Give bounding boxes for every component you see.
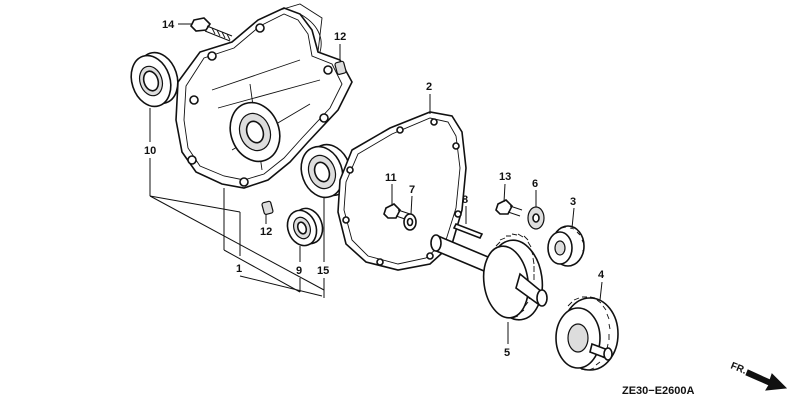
- callout-5: 5: [504, 347, 510, 359]
- gear-part-4: [555, 296, 619, 371]
- washer-part-7: [403, 213, 417, 231]
- ball-bearing-part-9: [286, 207, 324, 247]
- callout-12-upper: 12: [334, 31, 346, 43]
- callout-labels: 14 12 2 10 11 7 8 13 6 3 12 1 9 15 4 5: [144, 19, 605, 359]
- oil-seal-part-10: [130, 51, 179, 108]
- dowel-pin-part-12-upper: [334, 60, 347, 75]
- washer-part-6: [527, 206, 545, 230]
- callout-7: 7: [409, 184, 415, 196]
- small-gear-part-3: [547, 225, 585, 267]
- callout-9: 9: [296, 265, 302, 277]
- transmission-case-part-1: [175, 3, 353, 189]
- callout-14: 14: [162, 19, 175, 31]
- callout-6: 6: [532, 178, 538, 190]
- bolt-part-14: [190, 17, 233, 42]
- callout-12-lower: 12: [260, 226, 272, 238]
- callout-2: 2: [426, 81, 432, 93]
- shaft-gear-part-5: [430, 233, 548, 321]
- callout-4: 4: [598, 269, 605, 281]
- callout-10: 10: [144, 145, 156, 157]
- front-direction-label: FR.: [729, 361, 748, 377]
- dowel-pin-part-12-lower: [261, 200, 274, 215]
- bolt-part-13: [495, 199, 523, 217]
- leader-lines: [149, 23, 603, 344]
- key-part-8: [452, 222, 484, 240]
- callout-13: 13: [499, 171, 511, 183]
- callout-8: 8: [462, 194, 468, 206]
- callout-1: 1: [236, 263, 242, 275]
- callout-15: 15: [317, 265, 329, 277]
- front-direction-arrow-icon: [745, 369, 788, 391]
- drawing-code: ZE30−E2600A: [622, 385, 695, 397]
- gasket-part-2: [337, 111, 467, 271]
- callout-11: 11: [385, 172, 397, 184]
- callout-3: 3: [570, 196, 576, 208]
- front-direction-indicator: FR.: [729, 361, 788, 391]
